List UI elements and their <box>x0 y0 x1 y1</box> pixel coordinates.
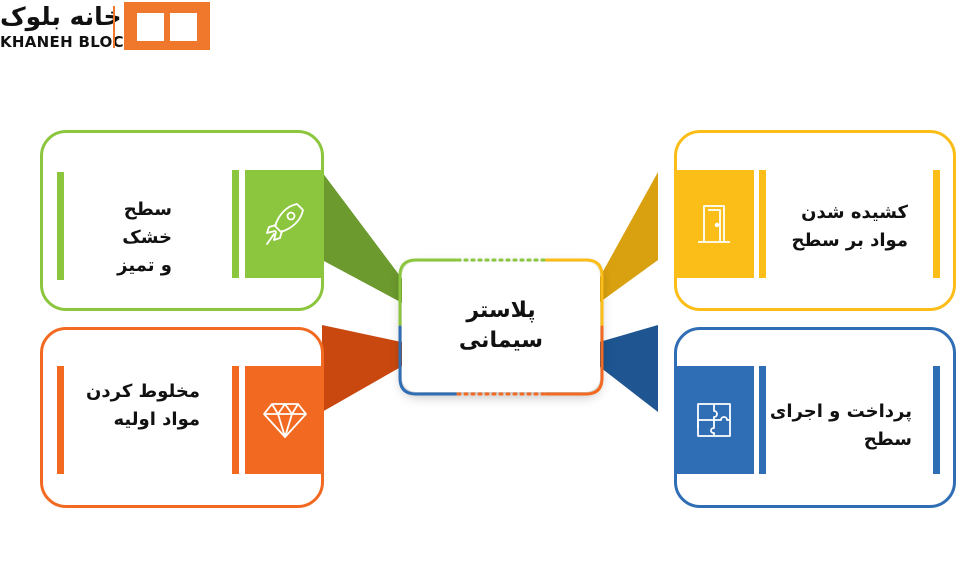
rocket-icon <box>265 203 304 245</box>
diamond-icon <box>262 403 307 438</box>
connector-orange <box>322 325 406 412</box>
step-tile <box>674 366 754 474</box>
connector-blue <box>596 325 658 412</box>
accent-bar <box>57 366 64 474</box>
center-node <box>402 262 600 392</box>
accent-bar <box>232 366 239 474</box>
step-tile <box>674 170 754 278</box>
logo-separator <box>113 6 115 48</box>
center-title: پلاستر سیمانی <box>458 298 544 353</box>
logo-english-name: KHANEH BLOCK <box>0 33 136 51</box>
door-icon <box>698 205 730 243</box>
accent-bar <box>759 170 766 278</box>
step-tile <box>245 170 324 278</box>
center-frame <box>398 258 604 396</box>
accent-bar <box>57 172 64 280</box>
accent-bar <box>933 366 940 474</box>
accent-bar <box>759 366 766 474</box>
accent-bar <box>933 170 940 278</box>
puzzle-icon <box>697 403 731 437</box>
step-tile <box>245 366 324 474</box>
step-card-spreading <box>674 130 956 311</box>
connector-yellow <box>596 172 658 305</box>
logo-persian-name: خانه بلوک <box>0 2 122 31</box>
accent-bar <box>232 170 239 278</box>
double-window-logo-icon <box>124 2 210 50</box>
connector-green <box>322 172 406 305</box>
